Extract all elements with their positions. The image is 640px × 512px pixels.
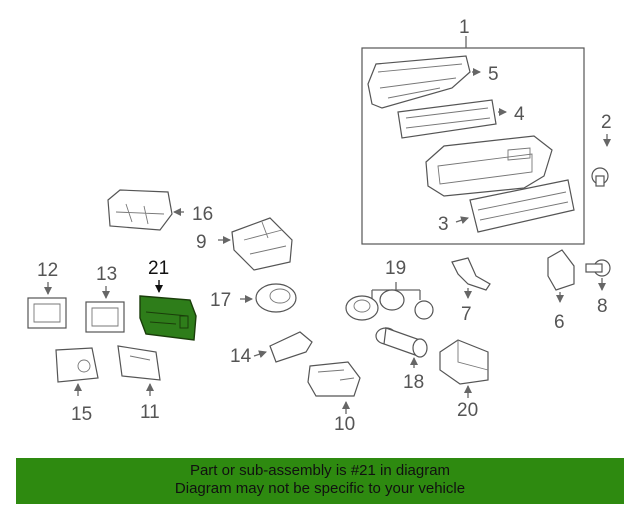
- callout-19: 19: [385, 258, 406, 279]
- callout-4: 4: [514, 104, 525, 125]
- part-20-box: 20: [439, 339, 489, 421]
- callout-8: 8: [597, 296, 608, 317]
- footer-line-1: Part or sub-assembly is #21 in diagram: [189, 462, 451, 479]
- part-18-lighter: 18: [375, 327, 428, 393]
- part-12-switch: 12: [27, 260, 67, 329]
- callout-18: 18: [403, 372, 424, 393]
- part-19-sockets: 19: [345, 258, 434, 321]
- callout-9: 9: [196, 232, 207, 253]
- part-3-bezel: 3: [438, 179, 575, 235]
- part-15-switch: 15: [55, 347, 99, 425]
- callout-17: 17: [210, 290, 231, 311]
- callout-2: 2: [601, 112, 612, 133]
- info-footer: Part or sub-assembly is #21 in diagram D…: [16, 458, 624, 504]
- callout-15: 15: [71, 404, 92, 425]
- part-16-switch-block: 16: [107, 189, 213, 231]
- callout-5: 5: [488, 64, 499, 85]
- part-13-switch: 13: [85, 264, 125, 333]
- part-14-switch: 14: [230, 331, 313, 367]
- callout-11: 11: [140, 402, 160, 423]
- callout-12: 12: [37, 260, 58, 281]
- callout-16: 16: [192, 204, 213, 225]
- footer-line-2: Diagram may not be specific to your vehi…: [174, 480, 466, 497]
- control-panel: [425, 135, 553, 197]
- callout-1: 1: [459, 17, 470, 38]
- callout-20: 20: [457, 400, 478, 421]
- callout-21: 21: [148, 258, 169, 279]
- callout-10: 10: [334, 414, 355, 435]
- parts-diagram: 1 5 4 3 2 16: [27, 17, 612, 435]
- part-4-display: 4: [397, 99, 525, 139]
- part-7-bracket: 7: [451, 257, 491, 325]
- assembly-1-group: 1: [361, 17, 585, 245]
- part-10-switch: 10: [307, 361, 361, 435]
- callout-3: 3: [438, 214, 449, 235]
- part-8-bolt: 8: [585, 259, 611, 317]
- callout-13: 13: [96, 264, 117, 285]
- part-17-round-switch: 17: [210, 283, 297, 313]
- part-9-switch-panel: 9: [196, 217, 293, 271]
- part-2-screw: 2: [591, 112, 612, 187]
- callout-14: 14: [230, 346, 252, 367]
- part-21-highlighted: 21: [139, 258, 197, 341]
- part-11-switch: 11: [117, 345, 161, 423]
- part-6-bracket: 6: [547, 249, 575, 333]
- part-5-cover: 5: [367, 55, 499, 109]
- callout-7: 7: [461, 304, 472, 325]
- callout-6: 6: [554, 312, 565, 333]
